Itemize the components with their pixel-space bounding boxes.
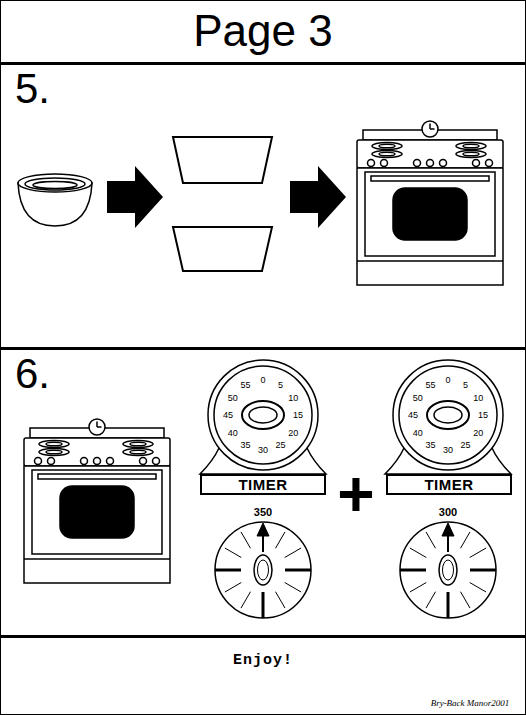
dial-number: 40 — [413, 428, 423, 438]
dial-number: 0 — [260, 375, 265, 385]
bowl-rim-inner — [33, 182, 77, 189]
timer-label: TIMER — [202, 476, 324, 493]
kitchen-timer — [200, 360, 326, 474]
oven — [357, 121, 503, 285]
timer-label: TIMER — [388, 476, 510, 493]
dial-number: 5 — [463, 380, 468, 390]
dial-number: 10 — [473, 393, 483, 403]
dial-number: 15 — [293, 410, 303, 420]
dial-number: 55 — [240, 380, 250, 390]
closing-text: Enjoy! — [0, 638, 526, 670]
dial-number: 10 — [288, 393, 298, 403]
oven-temperature-knob — [400, 522, 496, 618]
dial-number: 35 — [240, 440, 250, 450]
step-number: 6. — [15, 351, 50, 397]
dial-number: 25 — [460, 440, 470, 450]
dial-number: 30 — [258, 445, 268, 455]
bowl-rim-inner — [25, 178, 85, 190]
dial-number: 5 — [278, 380, 283, 390]
timer-label-box: TIMER — [200, 474, 326, 495]
bowl-rim — [18, 174, 92, 192]
step-panel: 6. TIMER TIMER — [0, 347, 526, 635]
cake-pan — [173, 137, 272, 183]
dial-number: 45 — [223, 410, 233, 420]
dial-number: 40 — [228, 428, 238, 438]
dial-number: 20 — [473, 428, 483, 438]
kitchen-timer — [385, 360, 511, 474]
block-arrow — [107, 166, 163, 228]
timer-label-box: TIMER — [386, 474, 512, 495]
page-title: Page 3 — [0, 0, 526, 62]
dial-number: 0 — [445, 375, 450, 385]
signature: Bry-Back Manor2001 — [431, 698, 510, 708]
dial-number: 45 — [408, 410, 418, 420]
temperature: 350 — [254, 506, 272, 518]
dial-number: 15 — [478, 410, 488, 420]
mixing-bowl — [18, 174, 92, 226]
plus-sign: + — [337, 462, 374, 526]
block-arrow — [290, 166, 346, 228]
cake-pan — [173, 227, 272, 271]
step-panel: 5. — [0, 62, 526, 347]
dial-number: 50 — [228, 393, 238, 403]
oven — [24, 419, 170, 583]
dial-number: 50 — [413, 393, 423, 403]
dial-number: 25 — [275, 440, 285, 450]
dial-number: 35 — [425, 440, 435, 450]
dial-number: 30 — [443, 445, 453, 455]
temperature: 300 — [439, 506, 457, 518]
dial-number: 20 — [288, 428, 298, 438]
oven-temperature-knob — [215, 522, 311, 618]
dial-number: 55 — [425, 380, 435, 390]
step-number: 5. — [15, 66, 50, 112]
